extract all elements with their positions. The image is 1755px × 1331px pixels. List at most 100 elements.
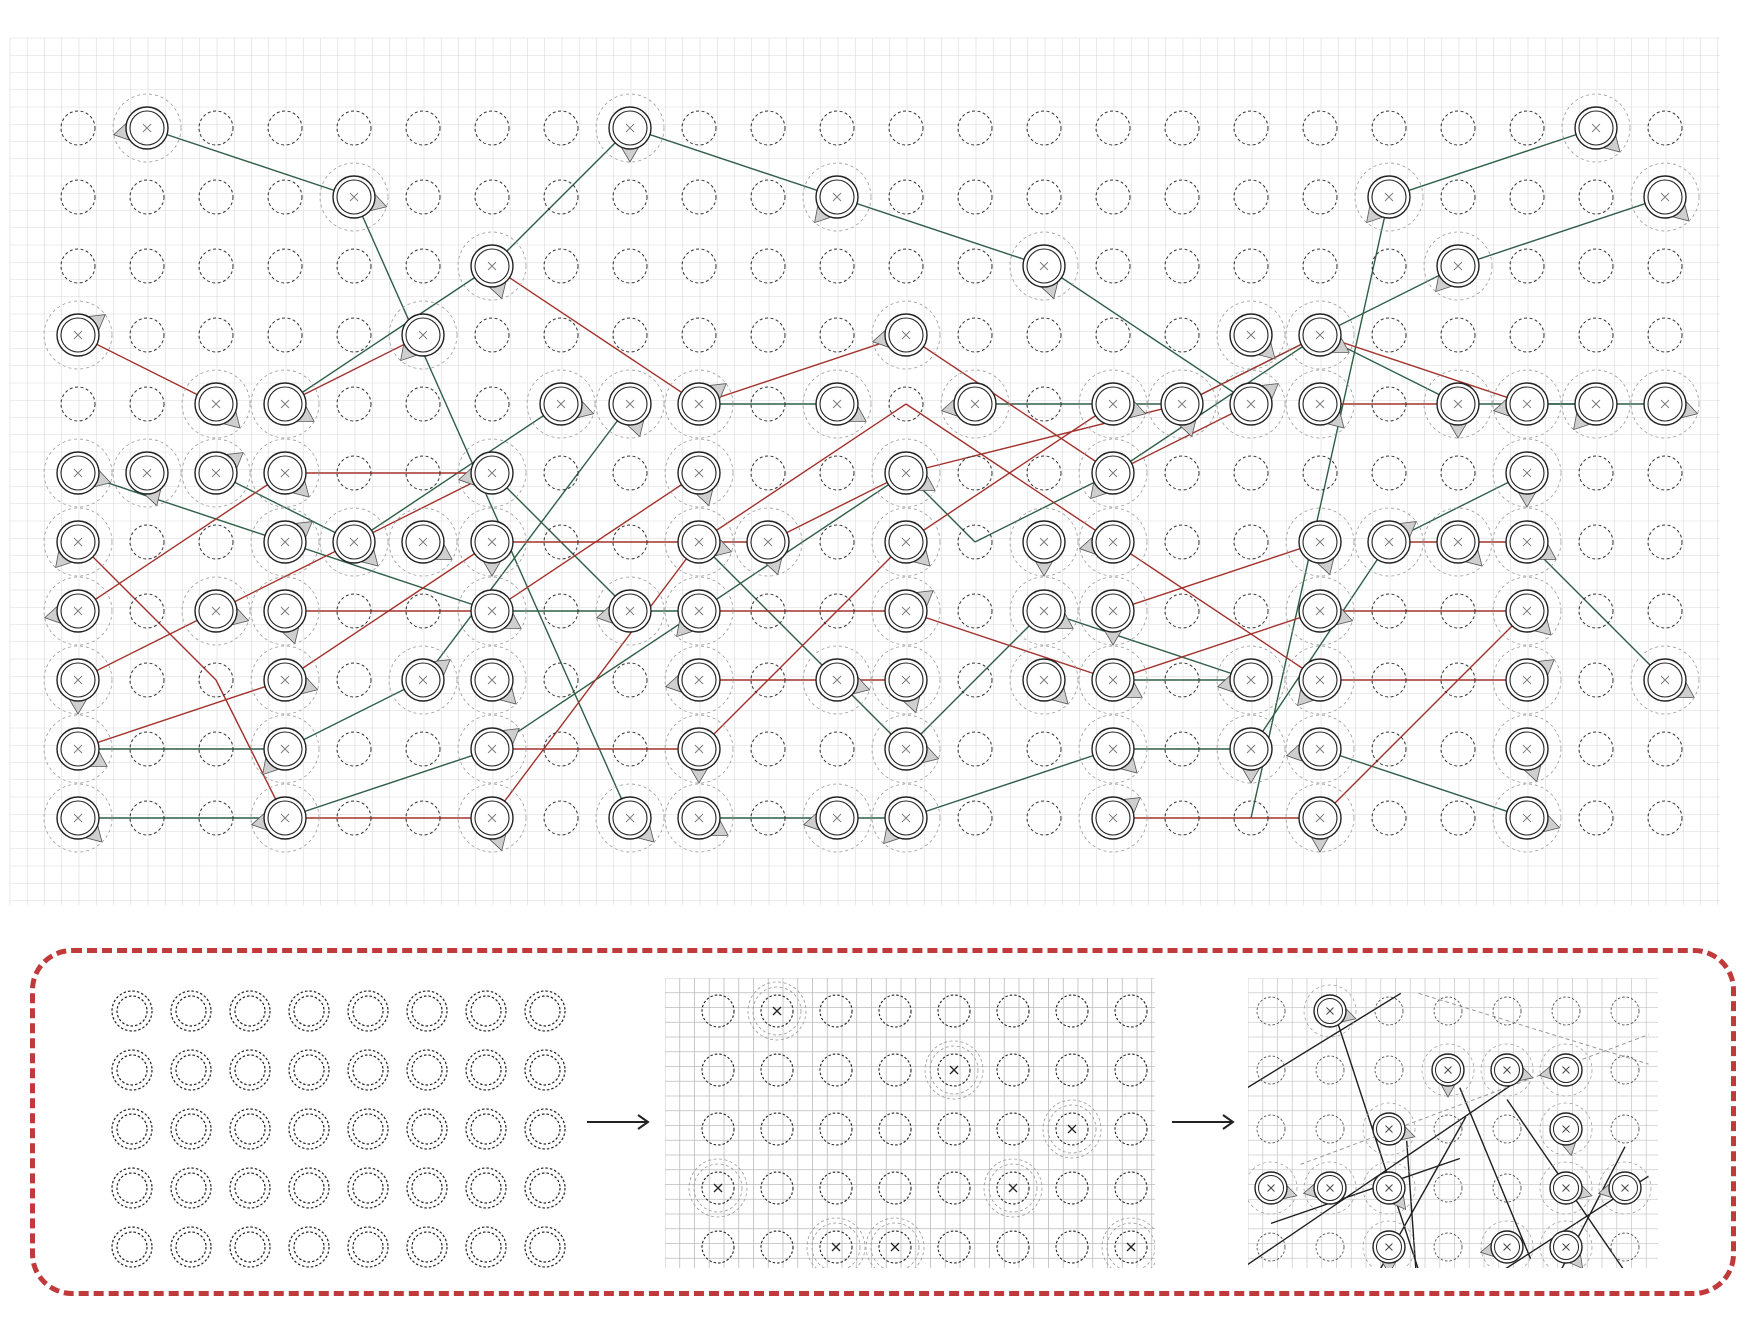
active-node [1078, 783, 1148, 853]
node-center-mark [1108, 399, 1118, 409]
inactive-node [1647, 317, 1683, 353]
node-outer-ring [43, 507, 113, 577]
empty-node-circle [1095, 248, 1131, 284]
link-green [1250, 541, 1390, 750]
inactive-node [1095, 179, 1131, 215]
link-line [1506, 1099, 1624, 1268]
node-outer-ring [181, 576, 251, 646]
node-outer-ring [1009, 576, 1079, 646]
inactive-node [1578, 800, 1614, 836]
empty-node-circle [612, 248, 648, 284]
inactive-node [1371, 386, 1407, 422]
node-center-mark [1503, 1066, 1511, 1074]
node-outer-ring [1561, 93, 1631, 163]
grid-node-circle [760, 1112, 794, 1146]
node-center-mark [280, 399, 290, 409]
base-circle-inner [411, 1054, 443, 1086]
node-outer-ring [1285, 576, 1355, 646]
inactive-node [612, 662, 648, 698]
grid-node-circle [819, 1053, 853, 1087]
empty-node-circle [60, 386, 96, 422]
node-outer-ring [181, 438, 251, 508]
node-inner-ring [1317, 1175, 1343, 1201]
inactive-node [888, 386, 924, 422]
active-node [43, 507, 113, 577]
link-green [1043, 265, 1252, 405]
base-circle-inner [352, 1054, 384, 1086]
base-circle-outer [406, 1049, 448, 1091]
grid-node-circle [760, 1053, 794, 1087]
node-inner-ring [1509, 524, 1545, 560]
inactive-node [957, 179, 993, 215]
empty-node-circle [1374, 996, 1404, 1026]
empty-node-circle [957, 248, 993, 284]
grid-node-circle [701, 1230, 735, 1264]
selection-halo [806, 1217, 866, 1268]
node-outer-ring [1078, 507, 1148, 577]
inactive-node [1433, 996, 1463, 1026]
node-inner-ring [474, 593, 510, 629]
node-inner-ring [1302, 524, 1338, 560]
node-outer-ring [1009, 231, 1079, 301]
node-inner-ring [1371, 524, 1407, 560]
active-node [1492, 507, 1562, 577]
grid-node-circle [878, 1230, 912, 1264]
inactive-node [336, 386, 372, 422]
node-inner-ring [1509, 800, 1545, 836]
node-outer-ring [43, 714, 113, 784]
empty-node-circle [750, 248, 786, 284]
empty-node-circle [129, 800, 165, 836]
node-center-mark [1522, 537, 1532, 547]
node-inner-ring [474, 662, 510, 698]
grid-node-circle [760, 994, 794, 1028]
base-circle-inner [234, 1172, 266, 1204]
inactive-node [1256, 1114, 1286, 1144]
node-center-mark [1385, 1125, 1393, 1133]
inactive-node [1095, 110, 1131, 146]
base-circle-inner [411, 1113, 443, 1145]
node-center-mark [211, 399, 221, 409]
grid-node [996, 1112, 1030, 1146]
grid-node [937, 1230, 971, 1264]
link-line [1380, 1116, 1467, 1268]
empty-node-circle [1647, 317, 1683, 353]
base-circle-inner [529, 1054, 561, 1086]
node-center-mark [1562, 1066, 1570, 1074]
node-center-mark [1315, 813, 1325, 823]
selection-halo [924, 1040, 984, 1100]
node-outer-ring [664, 369, 734, 439]
link-green [1043, 610, 1252, 681]
node-outer-ring [1492, 714, 1562, 784]
active-node [1630, 162, 1700, 232]
empty-node-circle [1647, 524, 1683, 560]
link-red [698, 541, 907, 750]
inactive-node [336, 110, 372, 146]
active-node [112, 93, 182, 163]
base-circle-outer [111, 1049, 153, 1091]
inactive-node [1578, 731, 1614, 767]
base-circle-inner [470, 995, 502, 1027]
base-circle-outer [229, 1167, 271, 1209]
empty-node-circle [1095, 179, 1131, 215]
node-inner-ring [1258, 1175, 1284, 1201]
inactive-node [405, 731, 441, 767]
inactive-node [1302, 455, 1338, 491]
link-green [1388, 127, 1597, 198]
node-outer-ring [1078, 438, 1148, 508]
selection-halo [988, 1163, 1038, 1213]
node-center-mark [949, 1065, 959, 1075]
node-inner-ring [1553, 1175, 1579, 1201]
selection-halo [693, 1163, 743, 1213]
active-node [1362, 1102, 1416, 1156]
empty-node-circle [336, 317, 372, 353]
grid-node [1114, 1171, 1148, 1205]
empty-node-circle [750, 110, 786, 146]
node-center-mark [1591, 123, 1601, 133]
node-center-mark [280, 468, 290, 478]
inactive-node [957, 524, 993, 560]
node-center-mark [713, 1183, 723, 1193]
inactive-node [612, 317, 648, 353]
selected-node [747, 981, 807, 1041]
node-center-mark [694, 537, 704, 547]
node-inner-ring [1612, 1175, 1638, 1201]
